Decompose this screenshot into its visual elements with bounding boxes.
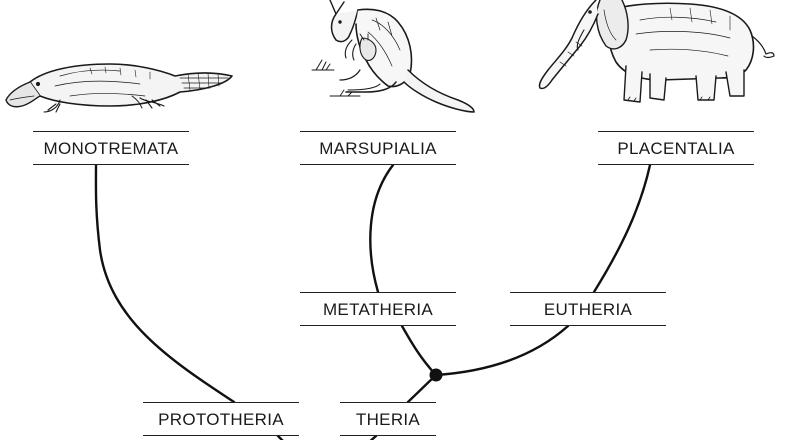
platypus-illustration — [5, 63, 233, 113]
branch-node-eutheria — [434, 324, 570, 377]
tree-branches — [94, 163, 652, 440]
branch-eutheria-placentalia — [592, 163, 652, 294]
elephant-illustration — [538, 0, 775, 103]
branch-node-metatheria — [400, 324, 438, 377]
label-marsupialia: MARSUPIALIA — [300, 131, 456, 165]
theria-split-node — [429, 368, 443, 382]
branch-theria-root — [369, 434, 378, 440]
label-monotremata: MONOTREMATA — [33, 131, 189, 165]
label-metatheria: METATHERIA — [300, 292, 456, 326]
label-prototheria: PROTOTHERIA — [143, 402, 299, 436]
label-theria: THERIA — [340, 402, 436, 436]
branch-prototheria-root — [276, 434, 284, 440]
label-eutheria: EUTHERIA — [510, 292, 666, 326]
label-placentalia: PLACENTALIA — [598, 131, 754, 165]
branch-prototheria-monotremata — [94, 163, 236, 404]
branch-metatheria-marsupialia — [369, 163, 395, 294]
kangaroo-illustration — [311, 0, 475, 113]
